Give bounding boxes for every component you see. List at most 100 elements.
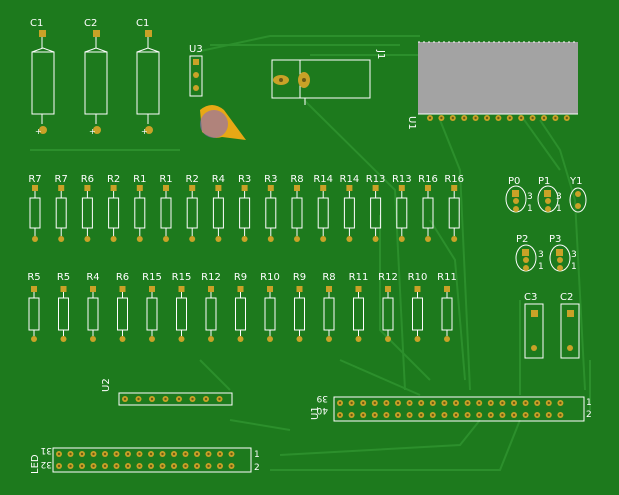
pin-hole	[373, 401, 376, 405]
svg-text:+: +	[89, 127, 96, 136]
pin-hole	[408, 413, 411, 417]
resistor-label: R10	[260, 272, 280, 283]
resistor-pad	[32, 236, 38, 242]
pin-hole	[478, 401, 481, 405]
pin-hole	[126, 452, 130, 456]
pin-hole	[466, 413, 469, 417]
resistor-label: R11	[437, 272, 457, 283]
resistor-pad	[346, 185, 353, 191]
resistor-label: R2	[186, 174, 199, 185]
pin-hole	[195, 464, 199, 468]
j1-label: J1	[375, 49, 386, 59]
pin-hole	[115, 464, 118, 468]
pin-hole	[497, 116, 500, 120]
resistor-pad	[60, 286, 67, 292]
pin-hole	[137, 397, 140, 401]
pot-pin-bot: 1	[556, 204, 562, 214]
pin-hole	[478, 413, 481, 417]
right-capacitors: C3 C2	[524, 292, 580, 359]
pin-hole	[443, 401, 446, 405]
led-label: LED	[30, 454, 41, 474]
resistor: R9	[293, 272, 306, 342]
resistor-pad	[372, 236, 379, 242]
pin-hole	[373, 413, 376, 417]
resistor-pad	[58, 185, 65, 191]
resistor-pad	[58, 236, 65, 242]
resistor-label: R3	[264, 174, 277, 185]
resistor-pad	[119, 336, 126, 342]
resistor-label: R15	[172, 272, 192, 283]
pin-hole	[338, 413, 342, 417]
resistor: R3	[238, 174, 251, 242]
pot-pin-bot: 1	[571, 262, 577, 272]
led-pin-2: 2	[254, 463, 260, 473]
pin-hole	[559, 413, 562, 417]
resistor-pad	[84, 185, 91, 191]
pin-hole	[80, 452, 84, 456]
pot-pin-top: 3	[538, 250, 544, 260]
u1-pin-40: 40	[316, 405, 328, 415]
resistor-pad	[110, 185, 117, 191]
resistor: R12	[201, 272, 221, 342]
pin-hole	[161, 452, 164, 456]
pot-pin-top: 3	[527, 192, 533, 202]
resistor: R4	[212, 174, 225, 242]
pin-hole	[57, 464, 61, 468]
resistor-pad	[119, 286, 126, 292]
resistor: R13	[392, 174, 412, 242]
resistor: R13	[366, 174, 385, 242]
resistor-pad	[320, 185, 327, 191]
pin-hole	[463, 116, 466, 120]
resistor-pad	[451, 185, 458, 191]
pin-hole	[350, 413, 353, 417]
pin-hole	[69, 452, 72, 456]
resistor: R15	[172, 272, 192, 342]
resistor-pad	[326, 286, 332, 292]
resistor: R7	[55, 174, 68, 242]
resistor: R8	[322, 272, 336, 342]
cap-label: C2	[560, 292, 573, 303]
resistor-pad	[208, 286, 214, 292]
resistor-pad	[178, 336, 185, 342]
resistor-pad	[208, 336, 214, 342]
pin-hole	[489, 413, 492, 417]
pin-hole	[512, 401, 516, 405]
pot-pin-top: 3	[571, 250, 577, 260]
capacitor-c1-right: C1 +	[136, 18, 160, 136]
pot-p3: P3 3 1	[549, 234, 577, 272]
resistor: R7	[28, 174, 42, 242]
pot-p0: P0 3 1	[505, 176, 533, 214]
pot-label: P1	[538, 176, 550, 187]
resistor-pad	[84, 236, 91, 242]
resistor-label: R16	[444, 174, 464, 185]
resistor-pad	[267, 185, 274, 191]
pin-hole	[428, 116, 432, 120]
pin-hole	[92, 452, 95, 456]
resistor-pad	[444, 286, 450, 292]
pin-hole	[138, 452, 141, 456]
pot-label: P2	[516, 234, 528, 245]
cap-label: C2	[84, 18, 97, 29]
resistor: R11	[437, 272, 457, 342]
resistor-pad	[90, 336, 96, 342]
svg-text:+: +	[35, 127, 42, 136]
pin-hole	[501, 413, 504, 417]
resistor: R2	[107, 174, 120, 242]
pin-hole	[149, 452, 153, 456]
pin-hole	[80, 464, 84, 468]
pin-hole	[396, 413, 400, 417]
pin-hole	[443, 413, 446, 417]
resistor-pad	[398, 236, 405, 242]
pin-hole	[207, 452, 210, 456]
resistor-pad	[31, 286, 37, 292]
u1-top-label: U1	[406, 116, 417, 130]
pin-hole	[177, 397, 181, 401]
pin-hole	[218, 397, 221, 401]
resistor-pad	[178, 286, 185, 292]
pot-label: P0	[508, 176, 520, 187]
pin-hole	[454, 413, 458, 417]
pin-hole	[362, 401, 365, 405]
component-blob	[200, 105, 246, 140]
